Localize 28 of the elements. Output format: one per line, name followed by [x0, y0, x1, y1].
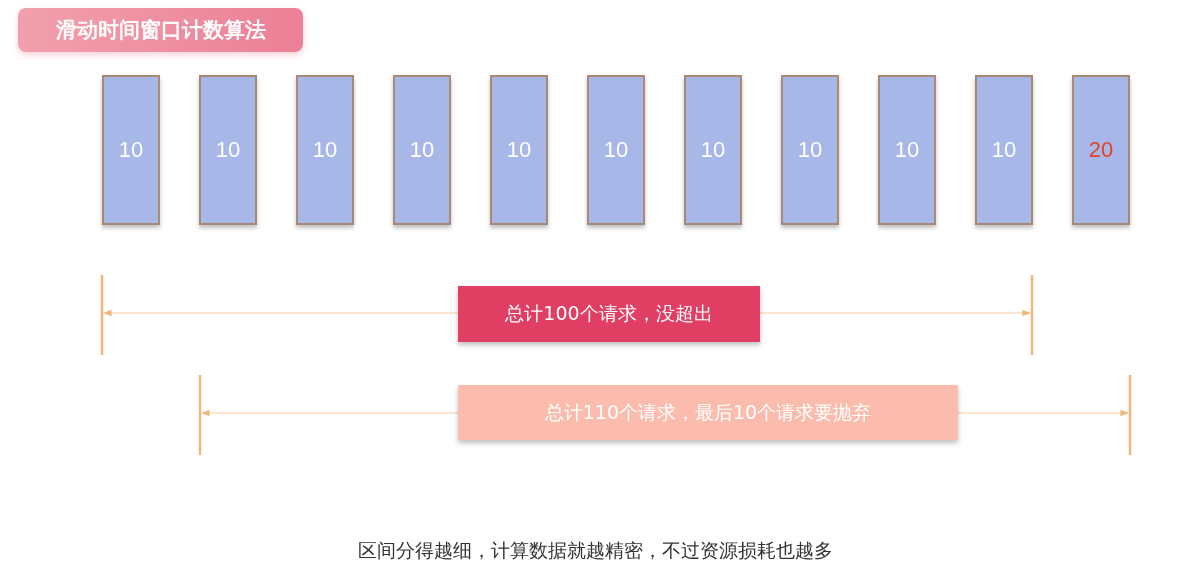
- count-text: 20: [1088, 137, 1114, 163]
- count-text: 10: [894, 137, 920, 163]
- caption-text: 区间分得越细，计算数据就越精密，不过资源损耗也越多: [356, 538, 834, 563]
- count-text: 10: [312, 137, 338, 163]
- count-text: 10: [991, 137, 1017, 163]
- count-text: 10: [215, 137, 241, 163]
- count-text: 10: [409, 137, 435, 163]
- window-bar: [878, 75, 936, 225]
- count-text: 10: [603, 137, 629, 163]
- window-bar: [490, 75, 548, 225]
- diagram-title: 滑动时间窗口计数算法: [18, 8, 303, 52]
- window-bar: [781, 75, 839, 225]
- count-text: 10: [797, 137, 823, 163]
- window-bar: [975, 75, 1033, 225]
- window-bar: [393, 75, 451, 225]
- span-text: 总计100个请求，没超出: [505, 301, 713, 326]
- window-bar: [199, 75, 257, 225]
- window-bar: [587, 75, 645, 225]
- window-bar: [1072, 75, 1130, 225]
- window-bar: [296, 75, 354, 225]
- window-bar: [102, 75, 160, 225]
- span-text: 总计110个请求，最后10个请求要抛弃: [544, 399, 872, 425]
- count-text: 10: [118, 137, 144, 163]
- count-text: 10: [506, 137, 532, 163]
- span-label: [458, 286, 760, 342]
- count-text: 10: [700, 137, 726, 163]
- window-bar: [684, 75, 742, 225]
- span-label: [458, 385, 958, 440]
